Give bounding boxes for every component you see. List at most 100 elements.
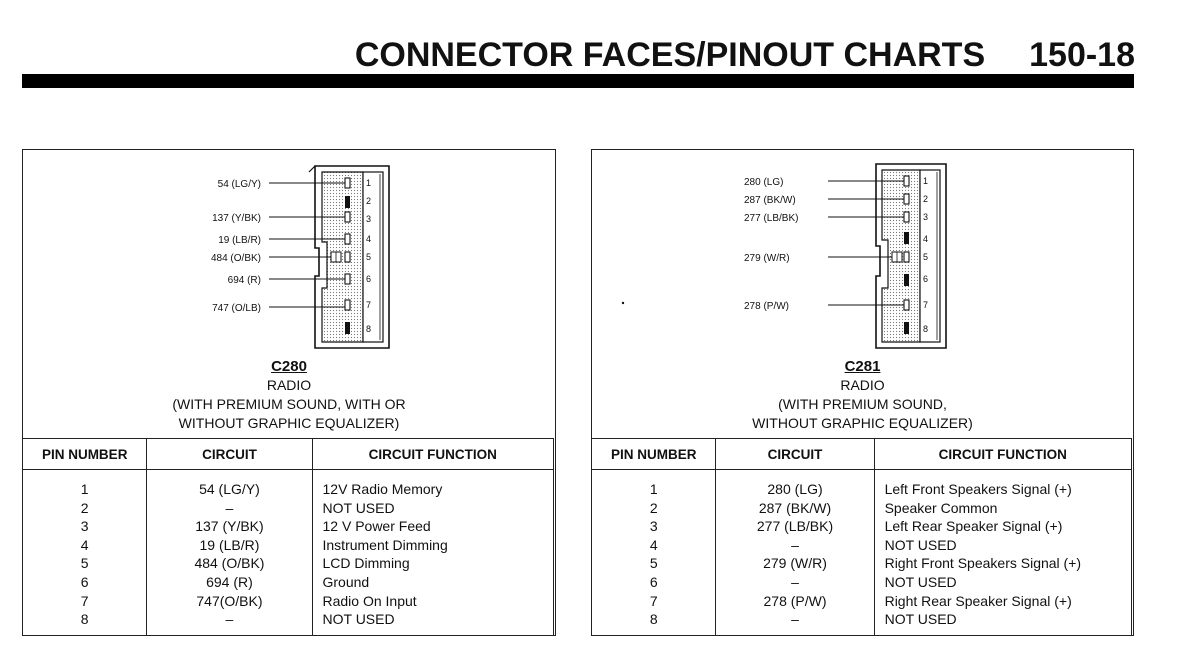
connector-diagram-c280: 54 (LG/Y) 137 (Y/BK) 19 (LB/R) 484 (O/BK… xyxy=(23,150,555,440)
pin-number: 3 xyxy=(923,212,928,222)
connector-shell xyxy=(314,165,390,349)
caption-line: WITHOUT GRAPHIC EQUALIZER) xyxy=(752,415,973,431)
table-row: 6–NOT USED xyxy=(590,572,1133,592)
circuit-cell: 694 (R) xyxy=(146,572,313,592)
circuit-cell: – xyxy=(715,535,875,555)
wire-label-pin3: 277 (LB/BK) xyxy=(744,213,798,224)
function-cell: Left Front Speakers Signal (+) xyxy=(874,469,1133,499)
pin-number: 1 xyxy=(923,176,928,186)
pin-cell: 3 xyxy=(590,517,717,536)
circuit-cell: 278 (P/W) xyxy=(715,591,875,611)
circuit-cell: 279 (W/R) xyxy=(715,554,875,573)
column-header: CIRCUIT FUNCTION xyxy=(312,438,554,470)
pin-cell: 7 xyxy=(21,591,148,611)
table-row: 8–NOT USED xyxy=(590,610,1133,636)
pin-cell: 7 xyxy=(590,591,717,611)
leader-lines xyxy=(828,180,904,306)
wire-label-pin5: 484 (O/BK) xyxy=(211,253,261,264)
function-cell: NOT USED xyxy=(312,610,554,636)
function-cell: Instrument Dimming xyxy=(312,535,554,555)
pin-cell: 6 xyxy=(590,572,717,592)
pin-cell: 1 xyxy=(590,469,717,499)
pin-cell: 6 xyxy=(21,572,148,592)
circuit-cell: – xyxy=(715,610,875,636)
function-cell: NOT USED xyxy=(312,498,554,518)
connector-panel-c280: 54 (LG/Y) 137 (Y/BK) 19 (LB/R) 484 (O/BK… xyxy=(21,149,556,636)
circuit-cell: 277 (LB/BK) xyxy=(715,517,875,536)
connector-caption-c280: C280 RADIO (WITH PREMIUM SOUND, WITH OR … xyxy=(23,357,555,433)
column-header: CIRCUIT FUNCTION xyxy=(874,438,1133,470)
function-cell: Left Rear Speaker Signal (+) xyxy=(874,517,1133,536)
function-cell: NOT USED xyxy=(874,572,1133,592)
table-header-row: PIN NUMBER CIRCUIT CIRCUIT FUNCTION xyxy=(590,438,1133,470)
wire-label-pin4: 19 (LB/R) xyxy=(218,235,261,246)
pin-cavities xyxy=(344,177,351,334)
wire-label-pin7: 278 (P/W) xyxy=(744,301,789,312)
function-cell: Radio On Input xyxy=(312,591,554,611)
pin-cell: 4 xyxy=(21,535,148,555)
pin-number: 5 xyxy=(366,252,371,262)
connector-face-c280: 54 (LG/Y) 137 (Y/BK) 19 (LB/R) 484 (O/BK… xyxy=(211,165,390,349)
pin-number: 7 xyxy=(923,300,928,310)
circuit-cell: 54 (LG/Y) xyxy=(146,469,313,499)
circuit-cell: 484 (O/BK) xyxy=(146,554,313,573)
pin-cell: 5 xyxy=(590,554,717,573)
function-cell: Right Front Speakers Signal (+) xyxy=(874,554,1133,573)
circuit-cell: – xyxy=(715,572,875,592)
table-row: 4–NOT USED xyxy=(590,535,1133,555)
function-cell: NOT USED xyxy=(874,535,1133,555)
caption-line: (WITH PREMIUM SOUND, xyxy=(778,396,947,412)
pin-cell: 4 xyxy=(590,535,717,555)
table-header-row: PIN NUMBER CIRCUIT CIRCUIT FUNCTION xyxy=(21,438,554,470)
pin-number: 3 xyxy=(366,214,371,224)
pin-number: 1 xyxy=(366,178,371,188)
wire-label-pin1: 54 (LG/Y) xyxy=(218,179,261,190)
wire-label-pin1: 280 (LG) xyxy=(744,177,783,188)
pin-cavities xyxy=(903,175,910,334)
caption-line: RADIO xyxy=(840,377,885,393)
wire-label-pin6: 694 (R) xyxy=(228,275,261,286)
pin-number: 5 xyxy=(923,252,928,262)
circuit-cell: 280 (LG) xyxy=(715,469,875,499)
function-cell: Right Rear Speaker Signal (+) xyxy=(874,591,1133,611)
page-heading: CONNECTOR FACES/PINOUT CHARTS xyxy=(354,36,986,74)
pin-number: 4 xyxy=(923,234,928,244)
column-header: CIRCUIT xyxy=(715,438,875,470)
pin-number: 6 xyxy=(366,274,371,284)
column-header: CIRCUIT xyxy=(146,438,313,470)
column-header: PIN NUMBER xyxy=(21,438,148,470)
stray-dot xyxy=(621,301,625,305)
pin-number: 8 xyxy=(366,324,371,334)
connector-panel-c281: 280 (LG) 287 (BK/W) 277 (LB/BK) 279 (W/R… xyxy=(590,149,1134,636)
pin-cell: 8 xyxy=(590,610,717,636)
connector-id: C281 xyxy=(844,358,881,375)
function-cell: Ground xyxy=(312,572,554,592)
pin-cell: 2 xyxy=(590,498,717,518)
pin-number: 4 xyxy=(366,234,371,244)
pin-number: 8 xyxy=(923,324,928,334)
function-cell: NOT USED xyxy=(874,610,1133,636)
caption-line: WITHOUT GRAPHIC EQUALIZER) xyxy=(178,415,400,431)
pin-number: 6 xyxy=(923,274,928,284)
caption-line: RADIO xyxy=(266,377,312,393)
leader-lines xyxy=(269,182,345,308)
table-row: 8–NOT USED xyxy=(21,610,554,636)
connector-caption-c281: C281 RADIO (WITH PREMIUM SOUND, WITHOUT … xyxy=(592,357,1133,433)
pin-cell: 3 xyxy=(21,517,148,536)
function-cell: 12V Radio Memory xyxy=(312,469,554,499)
pin-cell: 2 xyxy=(21,498,148,518)
wire-label-pin7: 747 (O/LB) xyxy=(212,303,261,314)
